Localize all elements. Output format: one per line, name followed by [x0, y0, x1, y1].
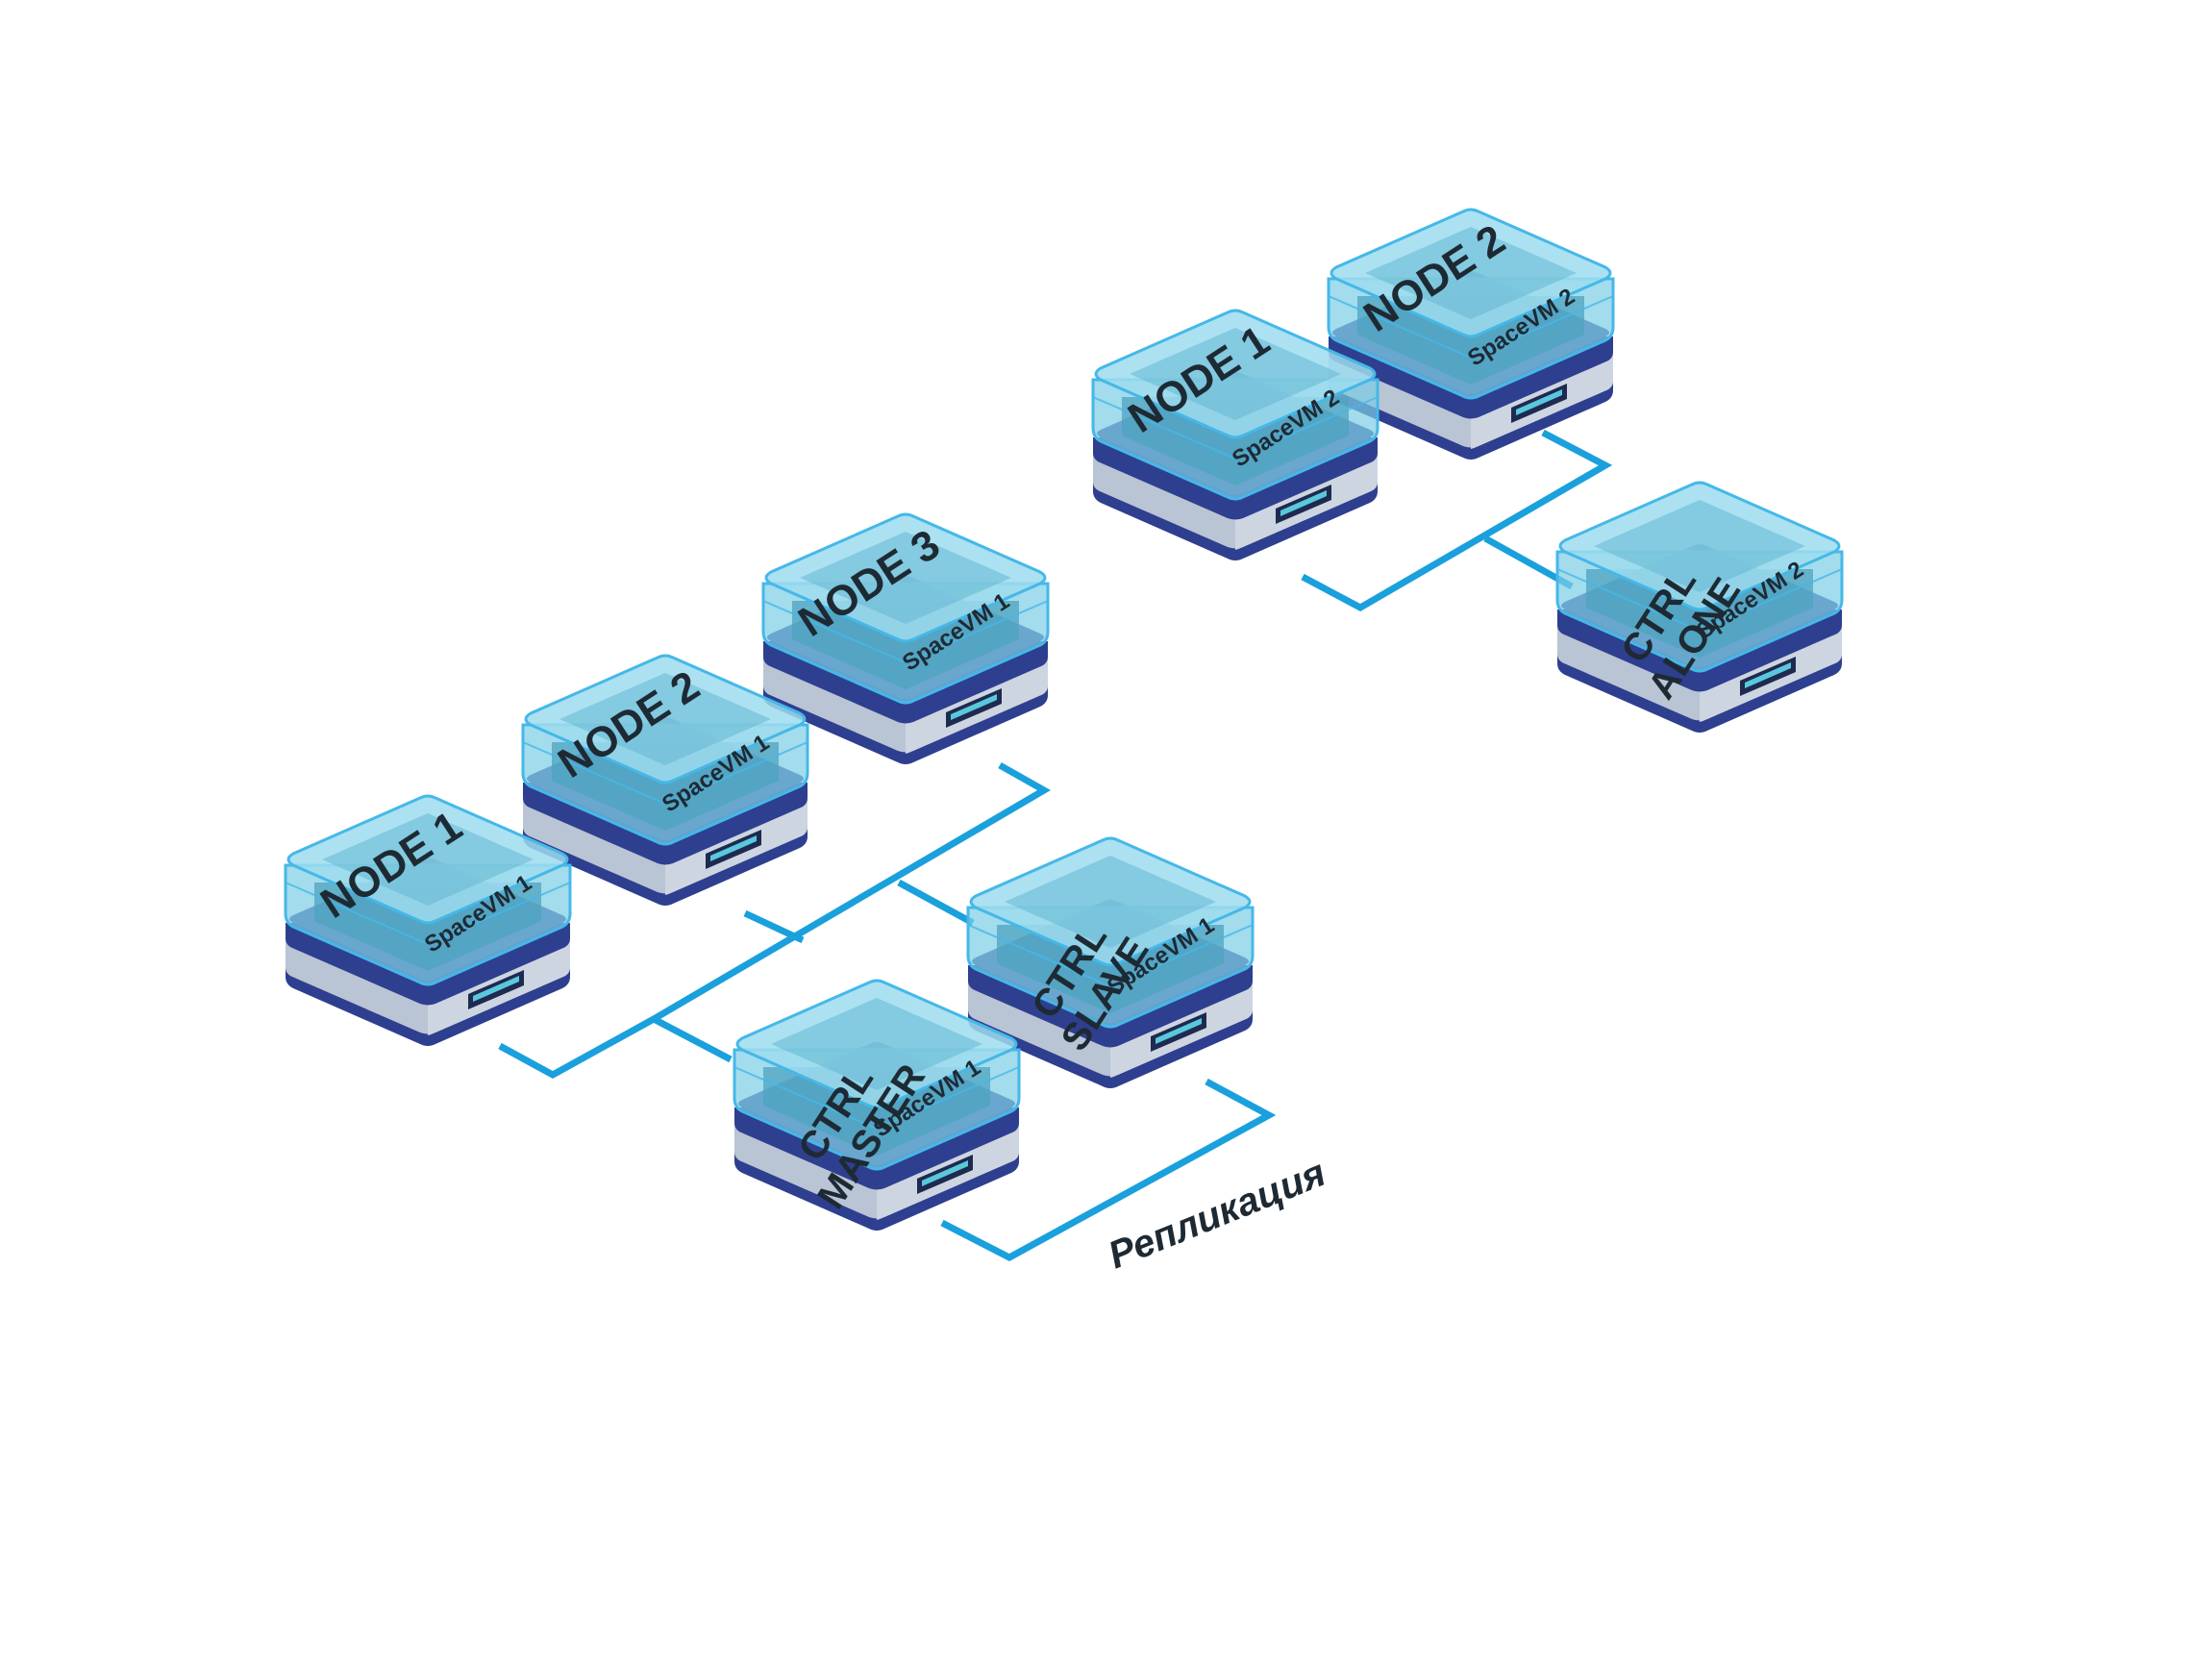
cluster-2-ctrl-alone: CTRL ALONE SpaceVM 2 — [1555, 481, 1844, 734]
link-node1-bus — [498, 1015, 656, 1079]
cluster-1-ctrl-slave: CTRL SLAVE SpaceVM 1 — [966, 836, 1255, 1090]
link-node2-bus — [743, 909, 805, 944]
link-ctrl-master-bus — [652, 1015, 733, 1063]
cluster-1-ctrl-master: CTRL MASTER SpaceVM 1 — [733, 979, 1021, 1232]
link-main-bus — [652, 761, 1052, 1023]
link-node1-bus-c2 — [1301, 429, 1613, 612]
replication-label: Репликация — [1103, 1152, 1331, 1277]
cluster-2-node-1: NODE 1 SpaceVM 2 — [1091, 309, 1379, 562]
replication-label-group: Репликация — [1103, 1152, 1331, 1277]
link-replication — [940, 1078, 1277, 1261]
cluster-1-links — [498, 761, 1277, 1261]
cluster-1-node-2: NODE 2 SpaceVM 1 — [521, 654, 809, 908]
cluster-2-node-2: NODE 2 SpaceVM 2 — [1327, 208, 1615, 461]
cluster-1-node-3: NODE 3 SpaceVM 1 — [761, 512, 1050, 766]
link-ctrl-slave-bus — [897, 879, 975, 927]
